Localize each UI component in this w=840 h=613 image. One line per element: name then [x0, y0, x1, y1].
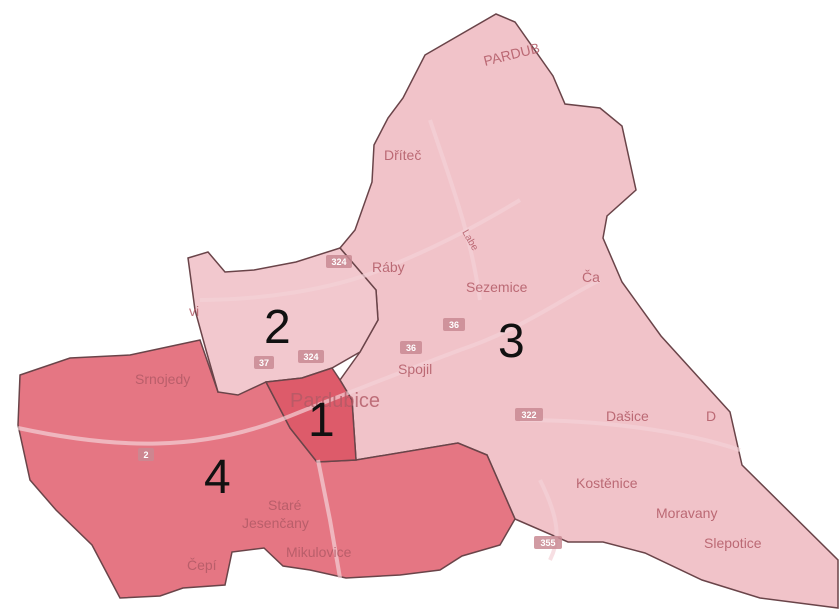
place-ca: Ča: [582, 269, 600, 285]
road-shield-324b: 324: [298, 350, 324, 363]
svg-text:37: 37: [259, 358, 269, 368]
road-shield-36a: 36: [400, 341, 422, 354]
place-pardubice: Pardubice: [290, 390, 380, 412]
place-spojil: Spojil: [398, 361, 432, 377]
svg-text:355: 355: [540, 538, 555, 548]
place-slepotice: Slepotice: [704, 535, 762, 551]
road-shield-355: 355: [534, 536, 562, 549]
zone-3-number: 3: [498, 315, 525, 368]
road-shields: 324 324 37 36 36 322 2 355: [138, 255, 562, 549]
road-shield-2: 2: [138, 448, 154, 461]
svg-text:322: 322: [521, 410, 536, 420]
place-labels: PARDUB Dříteč Labe Ráby Sezemice Ča vi S…: [135, 40, 762, 573]
place-moravany: Moravany: [656, 505, 717, 521]
road-network: [17, 119, 741, 579]
zone-1-area[interactable]: [264, 367, 357, 463]
place-jesencany: Jesenčany: [242, 515, 309, 531]
zone-numbers: 1 2 3 4: [204, 301, 525, 504]
svg-text:324: 324: [331, 257, 346, 267]
place-srnojedy: Srnojedy: [135, 371, 190, 387]
place-sezemice: Sezemice: [466, 279, 528, 295]
svg-text:2: 2: [143, 450, 148, 460]
place-cepi: Čepí: [187, 557, 217, 573]
place-vi: vi: [189, 303, 199, 319]
road-shield-322: 322: [515, 408, 543, 421]
place-raby: Ráby: [372, 259, 405, 275]
road-shield-36b: 36: [443, 318, 465, 331]
place-stare: Staré: [268, 497, 302, 513]
svg-text:324: 324: [303, 352, 318, 362]
road-shield-324a: 324: [326, 255, 352, 268]
zone-4-number: 4: [204, 451, 231, 504]
road-shield-37: 37: [254, 356, 274, 369]
zone-1-number: 1: [308, 394, 335, 447]
place-dritec: Dříteč: [384, 147, 421, 163]
zone-2-number: 2: [264, 301, 291, 354]
svg-text:36: 36: [406, 343, 416, 353]
place-d-edge: D: [706, 408, 716, 424]
place-kostenice: Kostěnice: [576, 475, 638, 491]
place-dasice: Dašice: [606, 408, 649, 424]
place-mikulovice: Mikulovice: [286, 544, 352, 560]
svg-text:36: 36: [449, 320, 459, 330]
